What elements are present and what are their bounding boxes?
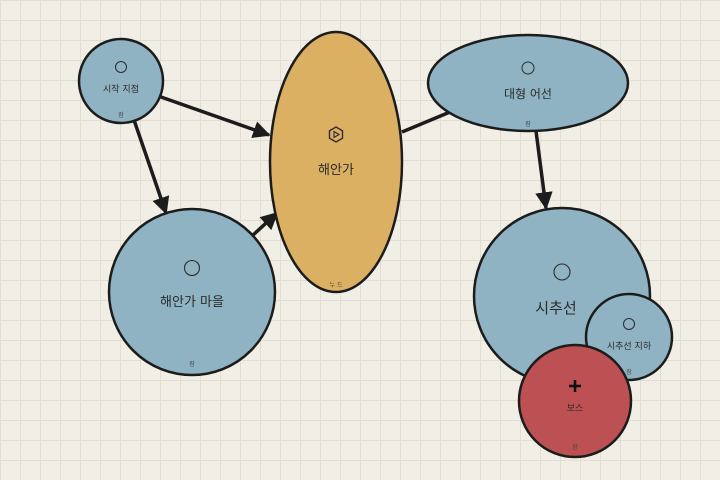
node-boss-label: 보스	[567, 403, 584, 414]
node-village-tag: 잠	[189, 361, 195, 368]
node-under-tag: 잠	[626, 369, 632, 376]
edges	[132, 95, 553, 238]
node-village[interactable]: 해안가 마을 잠	[107, 207, 277, 377]
hexagon-icon	[328, 126, 344, 143]
node-ship-label: 대형 어선	[504, 87, 552, 101]
circle-icon	[623, 318, 635, 330]
edge-village-to-coast	[250, 211, 279, 238]
node-coast-tag: 누 드	[330, 282, 343, 289]
hexagon-icon-arrow	[333, 130, 341, 139]
node-start-label: 시작 지점	[103, 83, 139, 95]
node-start-tag: 잠	[118, 112, 124, 119]
edge-coast-to-ship	[401, 110, 451, 134]
edge-start-to-coast	[160, 95, 271, 139]
node-ship[interactable]: 대형 어선 잠	[426, 33, 630, 133]
node-shrine-label: 시추선	[535, 299, 576, 317]
node-ship-tag: 잠	[525, 121, 531, 128]
node-coast[interactable]: 해안가 누 드	[268, 30, 404, 294]
node-start[interactable]: 시작 지점 잠	[77, 37, 165, 125]
circle-icon	[115, 61, 127, 73]
edge-ship-to-shrine	[534, 130, 553, 210]
node-under-label: 시추선 지하	[607, 341, 652, 352]
node-coast-label: 해안가	[318, 163, 354, 178]
node-boss-tag: 잠	[572, 444, 578, 451]
node-village-label: 해안가 마을	[160, 295, 224, 310]
circle-icon	[521, 61, 535, 75]
circle-icon	[183, 259, 201, 277]
circle-icon	[553, 263, 571, 281]
node-boss[interactable]: 보스 잠	[517, 343, 633, 459]
plus-icon	[569, 380, 581, 392]
edge-start-to-village	[132, 119, 170, 215]
